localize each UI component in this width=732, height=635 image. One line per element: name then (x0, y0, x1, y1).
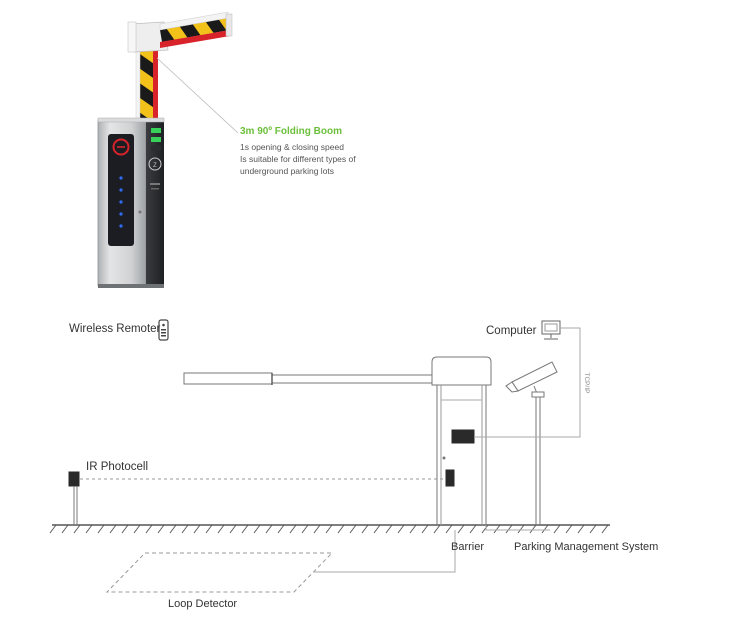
wireless-remote-label: Wireless Remoter (69, 323, 161, 335)
ir-photocell-right (445, 469, 455, 487)
schematic-barrier (431, 356, 492, 525)
computer-icon (541, 320, 561, 340)
side-light-green (151, 128, 161, 133)
tcp-ip-link-line (474, 327, 581, 438)
barrier-control-box (451, 429, 475, 444)
callout-leader-line (156, 57, 239, 134)
barrier-cabinet-side (146, 120, 164, 286)
tcp-ip-label: TCP/IP (583, 373, 590, 394)
schematic-camera (505, 361, 558, 525)
ground-hatching (49, 524, 609, 534)
barrier-label: Barrier (451, 541, 485, 553)
feature-line-2: Is suitable for different types of (240, 154, 356, 164)
loop-detector-label: Loop Detector (168, 598, 238, 610)
schematic-diagram (49, 320, 610, 593)
remote-control-icon (158, 319, 169, 341)
barrier-product-image: Z (97, 11, 233, 288)
status-indicator-icon (112, 138, 130, 156)
feature-line-3: underground parking lots (240, 166, 335, 176)
loop-detector-area (105, 552, 334, 593)
svg-text:Z: Z (153, 163, 157, 169)
boom-vertical-arm (140, 46, 153, 122)
ir-photocell-left (68, 471, 80, 525)
boom-horizontal-arm (160, 18, 230, 42)
feature-line-1: 1s opening & closing speed (240, 142, 344, 152)
ir-photocell-label: IR Photocell (86, 461, 149, 473)
led-indicator-column (119, 176, 123, 228)
parking-system-link (485, 525, 550, 531)
parking-system-label: Parking Management System (514, 541, 659, 553)
schematic-boom-arm (183, 372, 433, 385)
loop-detector-link (313, 530, 456, 573)
brand-logo-icon (148, 157, 162, 171)
product-title: 3m 90º Folding Boom (240, 126, 342, 137)
computer-label: Computer (486, 325, 537, 337)
